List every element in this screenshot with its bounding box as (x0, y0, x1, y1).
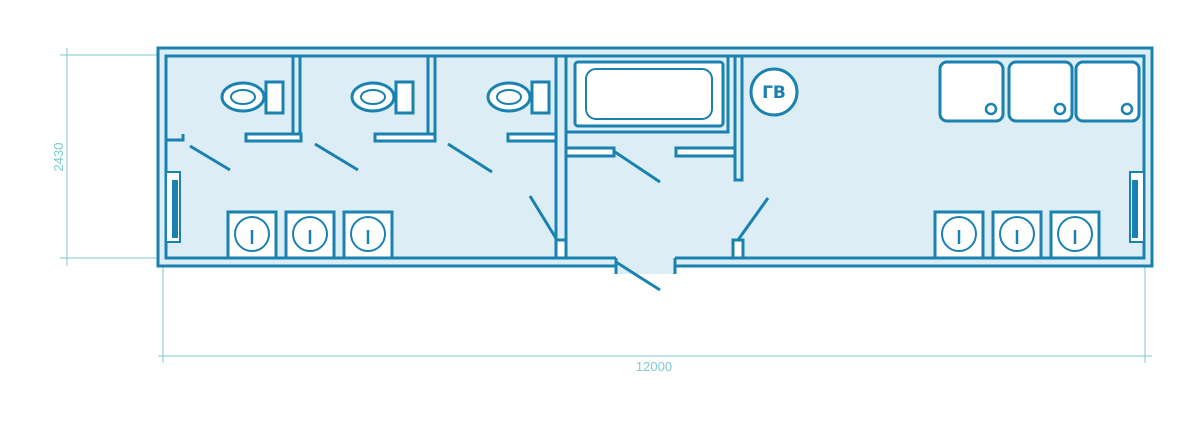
door-swing-icon (528, 195, 559, 241)
bathtub-icon (573, 60, 725, 128)
door-swing-icon (736, 197, 770, 241)
width-dimension-label: 12000 (636, 359, 672, 374)
water-heater: ГВ (749, 67, 799, 117)
door-swings (189, 142, 770, 292)
window-icon (165, 171, 181, 243)
sink-group-left (226, 210, 394, 260)
sink-icon (933, 210, 985, 260)
sink-icon (1049, 210, 1101, 260)
door-swing-icon (447, 142, 493, 174)
dimension-lines (60, 48, 1152, 363)
sink-icon (226, 210, 278, 260)
sink-icon (284, 210, 336, 260)
cabinet-icon (1007, 60, 1074, 123)
interior-walls (166, 56, 745, 260)
water-heater-label: ГВ (762, 83, 786, 103)
toilet-icon (220, 80, 285, 115)
door-swing-icon (189, 144, 231, 172)
toilet-icon (486, 80, 551, 115)
cabinet-icon (1074, 60, 1141, 123)
sink-icon (991, 210, 1043, 260)
height-dimension-label: 2430 (51, 143, 66, 172)
sink-icon (342, 210, 394, 260)
window-icon (1129, 171, 1145, 243)
cabinet-icon (938, 60, 1005, 123)
door-swing-icon (615, 260, 661, 292)
toilet-icon (350, 80, 415, 115)
door-swing-icon (314, 142, 359, 172)
door-swing-icon (614, 150, 661, 184)
sink-group-right (933, 210, 1101, 260)
